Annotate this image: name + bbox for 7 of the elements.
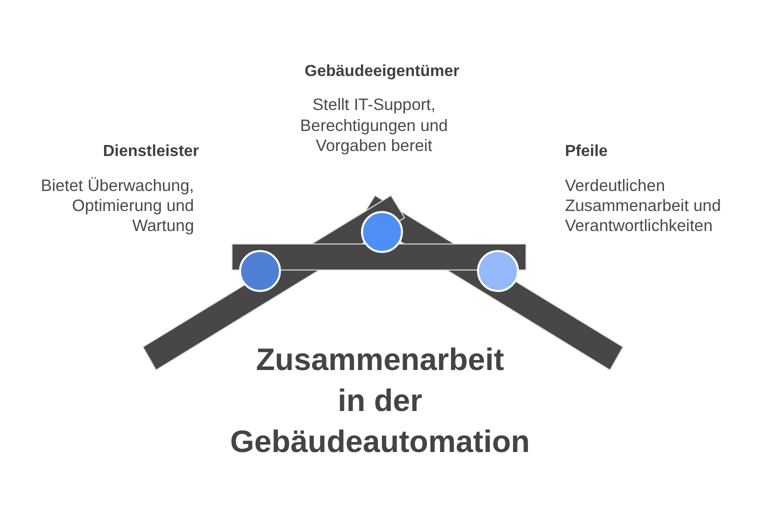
role-heading: Dienstleister <box>102 143 200 161</box>
role-description: Bietet Überwachung, Optimierung und Wartung <box>40 176 194 236</box>
role-heading: Pfeile <box>565 143 608 161</box>
role-heading: Gebäudeeigentümer <box>304 63 460 81</box>
role-description: Stellt IT-Support, Berechtigungen und Vorgaben bereit <box>300 95 448 156</box>
diagram-title: Zusammenarbeit in der Gebäudeautomation <box>230 341 530 461</box>
role-description: Verdeutlichen Zusammenarbeit und Verantwortlichkeiten <box>565 176 721 236</box>
